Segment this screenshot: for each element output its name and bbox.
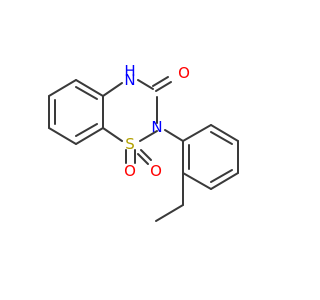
bond	[48, 79, 77, 97]
bond	[152, 76, 169, 87]
atom-label-layer: H N O N S O O	[124, 62, 190, 180]
atom-label-carbonyl-oxygen: O	[178, 64, 190, 82]
bond	[164, 129, 184, 142]
bond	[140, 149, 152, 161]
atom-label-ring-nitrogen: N	[151, 118, 162, 136]
bond	[139, 130, 158, 142]
bond	[210, 169, 233, 183]
bond	[137, 79, 154, 90]
atom-label-sulfonyl-oxygen-1: O	[124, 162, 136, 180]
bond	[75, 79, 104, 97]
bond	[48, 127, 77, 145]
molecule-drawing: H N O N S O O	[48, 62, 239, 222]
bond	[210, 124, 239, 142]
atom-label-amide-nitrogen: N	[124, 71, 135, 89]
bond	[155, 81, 172, 92]
structure-canvas: H N O N S O O	[48, 62, 239, 222]
bond	[75, 123, 98, 137]
bond-layer	[48, 76, 239, 222]
bond	[182, 124, 212, 142]
bond	[75, 127, 104, 145]
bond	[102, 82, 123, 97]
atom-label-nh-hydrogen: H	[124, 62, 135, 80]
bond	[155, 204, 184, 222]
bond	[210, 131, 233, 145]
atom-label-sulfur: S	[125, 135, 135, 153]
bond	[75, 86, 98, 100]
bond	[210, 172, 239, 190]
bond	[137, 153, 149, 165]
atom-label-sulfonyl-oxygen-2: O	[150, 162, 162, 180]
bond	[182, 172, 212, 190]
bond	[102, 127, 123, 142]
